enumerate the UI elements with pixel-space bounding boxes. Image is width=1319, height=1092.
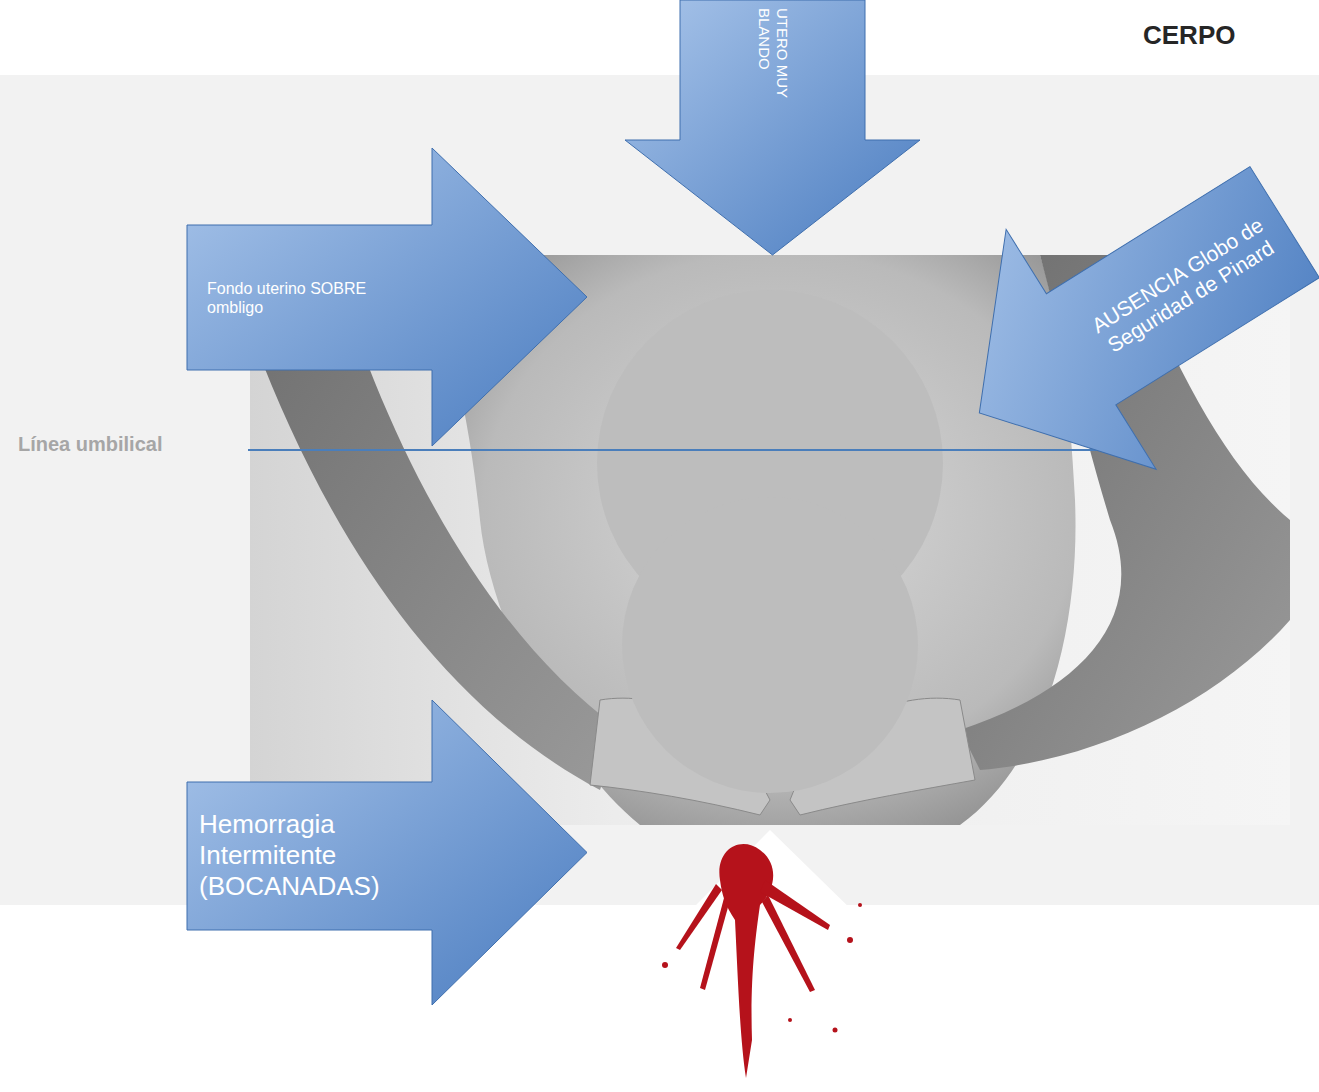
- callout-text: Hemorragia Intermitente (BOCANADAS): [199, 809, 419, 903]
- arrow-callout: AUSENCIA Globo de Seguridad de Pinard: [904, 102, 1319, 533]
- blood-drop: [719, 844, 773, 1078]
- uterus-circle: [622, 497, 918, 793]
- arrow-body: [904, 102, 1319, 533]
- blood-streak: [700, 898, 730, 990]
- arrow-body: [187, 700, 587, 1005]
- blood-dot: [662, 962, 668, 968]
- splatter-backdrop: [640, 830, 905, 1092]
- arrow-shape: [187, 148, 587, 446]
- blood-dot: [833, 1028, 838, 1033]
- arrow-body: [625, 0, 920, 255]
- arrow-callout: Fondo uterino SOBRE ombligo: [187, 148, 587, 446]
- blood-dot: [847, 937, 853, 943]
- background-band: [0, 75, 1319, 905]
- umbilical-line: [248, 449, 1140, 451]
- blood-streak: [762, 895, 815, 992]
- arrow-callout: Hemorragia Intermitente (BOCANADAS): [187, 700, 587, 1005]
- axis-label: Línea umbilical: [18, 432, 162, 456]
- blood-dot: [858, 903, 862, 907]
- arrow-body: [187, 148, 587, 446]
- callout-text: Fondo uterino SOBRE ombligo: [207, 279, 422, 317]
- brand-label: CERPO: [1143, 20, 1235, 51]
- arrow-callout: UTERO MUY BLANDO: [625, 0, 920, 255]
- callout-text: UTERO MUY BLANDO: [755, 8, 791, 118]
- blood-dot: [788, 1018, 792, 1022]
